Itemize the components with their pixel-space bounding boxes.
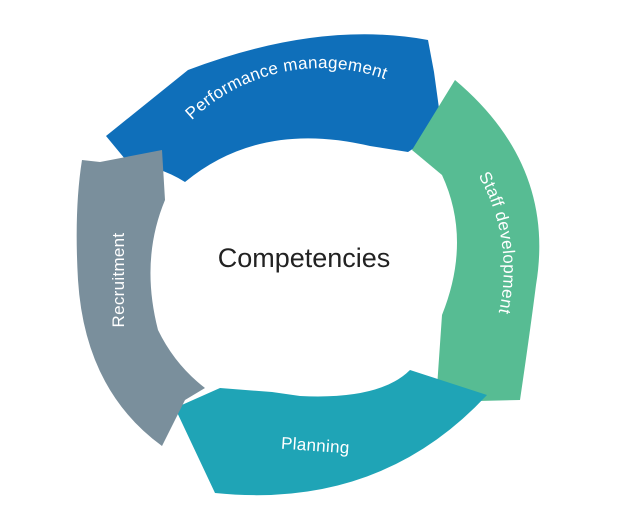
staff-development-arrow — [412, 80, 540, 402]
performance-management-arrow — [106, 34, 442, 183]
planning-arrow — [175, 370, 487, 496]
recruitment-label: Recruitment — [109, 233, 128, 328]
planning-label: Planning — [281, 434, 351, 458]
center-label-competencies: Competencies — [218, 243, 391, 273]
recruitment-arrow — [76, 150, 206, 446]
